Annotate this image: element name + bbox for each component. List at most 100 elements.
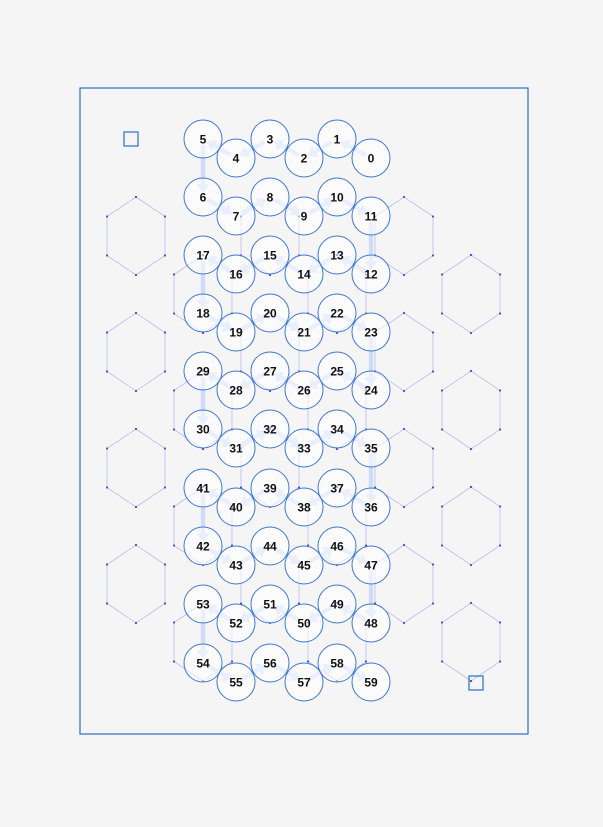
node-circle[interactable] [317, 177, 357, 217]
node-44[interactable]: 44 [250, 526, 290, 566]
node-7[interactable]: 7 [216, 196, 256, 236]
node-58[interactable]: 58 [317, 643, 357, 683]
node-circle[interactable] [351, 487, 391, 527]
node-circle[interactable] [351, 545, 391, 585]
node-52[interactable]: 52 [216, 603, 256, 643]
node-32[interactable]: 32 [250, 409, 290, 449]
node-circle[interactable] [250, 526, 290, 566]
node-3[interactable]: 3 [250, 119, 290, 159]
node-17[interactable]: 17 [183, 235, 223, 275]
node-circle[interactable] [183, 119, 223, 159]
node-circle[interactable] [183, 177, 223, 217]
node-circle[interactable] [284, 487, 324, 527]
node-12[interactable]: 12 [351, 254, 391, 294]
node-circle[interactable] [216, 662, 256, 702]
corner-marker-bottom-right[interactable] [468, 675, 484, 691]
node-circle[interactable] [317, 409, 357, 449]
node-circle[interactable] [183, 643, 223, 683]
node-circle[interactable] [284, 428, 324, 468]
corner-marker-top-left[interactable] [123, 131, 139, 147]
node-43[interactable]: 43 [216, 545, 256, 585]
node-6[interactable]: 6 [183, 177, 223, 217]
node-42[interactable]: 42 [183, 526, 223, 566]
node-circle[interactable] [284, 370, 324, 410]
node-34[interactable]: 34 [317, 409, 357, 449]
node-circle[interactable] [351, 603, 391, 643]
node-50[interactable]: 50 [284, 603, 324, 643]
node-16[interactable]: 16 [216, 254, 256, 294]
node-21[interactable]: 21 [284, 312, 324, 352]
node-45[interactable]: 45 [284, 545, 324, 585]
node-8[interactable]: 8 [250, 177, 290, 217]
node-31[interactable]: 31 [216, 428, 256, 468]
node-circle[interactable] [284, 662, 324, 702]
node-11[interactable]: 11 [351, 196, 391, 236]
node-9[interactable]: 9 [284, 196, 324, 236]
node-circle[interactable] [351, 196, 391, 236]
node-4[interactable]: 4 [216, 138, 256, 178]
node-49[interactable]: 49 [317, 584, 357, 624]
node-circle[interactable] [317, 235, 357, 275]
node-circle[interactable] [250, 584, 290, 624]
node-circle[interactable] [317, 643, 357, 683]
node-57[interactable]: 57 [284, 662, 324, 702]
node-circle[interactable] [183, 526, 223, 566]
node-25[interactable]: 25 [317, 351, 357, 391]
node-circle[interactable] [317, 351, 357, 391]
node-35[interactable]: 35 [351, 428, 391, 468]
node-40[interactable]: 40 [216, 487, 256, 527]
node-circle[interactable] [216, 603, 256, 643]
node-24[interactable]: 24 [351, 370, 391, 410]
node-59[interactable]: 59 [351, 662, 391, 702]
node-circle[interactable] [284, 603, 324, 643]
node-53[interactable]: 53 [183, 584, 223, 624]
node-circle[interactable] [284, 254, 324, 294]
node-19[interactable]: 19 [216, 312, 256, 352]
node-13[interactable]: 13 [317, 235, 357, 275]
node-20[interactable]: 20 [250, 293, 290, 333]
node-circle[interactable] [216, 487, 256, 527]
node-circle[interactable] [351, 254, 391, 294]
node-5[interactable]: 5 [183, 119, 223, 159]
node-circle[interactable] [250, 293, 290, 333]
node-28[interactable]: 28 [216, 370, 256, 410]
node-18[interactable]: 18 [183, 293, 223, 333]
node-circle[interactable] [250, 235, 290, 275]
node-circle[interactable] [216, 138, 256, 178]
node-circle[interactable] [183, 293, 223, 333]
node-54[interactable]: 54 [183, 643, 223, 683]
node-23[interactable]: 23 [351, 312, 391, 352]
node-22[interactable]: 22 [317, 293, 357, 333]
node-33[interactable]: 33 [284, 428, 324, 468]
node-circle[interactable] [250, 351, 290, 391]
node-10[interactable]: 10 [317, 177, 357, 217]
node-circle[interactable] [183, 409, 223, 449]
node-circle[interactable] [351, 662, 391, 702]
node-circle[interactable] [216, 254, 256, 294]
node-circle[interactable] [250, 119, 290, 159]
node-46[interactable]: 46 [317, 526, 357, 566]
node-circle[interactable] [351, 428, 391, 468]
node-circle[interactable] [317, 584, 357, 624]
node-circle[interactable] [284, 138, 324, 178]
node-circle[interactable] [317, 468, 357, 508]
node-circle[interactable] [250, 409, 290, 449]
node-47[interactable]: 47 [351, 545, 391, 585]
node-circle[interactable] [351, 312, 391, 352]
node-2[interactable]: 2 [284, 138, 324, 178]
node-circle[interactable] [216, 428, 256, 468]
node-14[interactable]: 14 [284, 254, 324, 294]
node-circle[interactable] [216, 196, 256, 236]
node-circle[interactable] [250, 643, 290, 683]
node-circle[interactable] [351, 370, 391, 410]
node-circle[interactable] [183, 351, 223, 391]
node-56[interactable]: 56 [250, 643, 290, 683]
node-26[interactable]: 26 [284, 370, 324, 410]
node-circle[interactable] [216, 312, 256, 352]
node-circle[interactable] [351, 138, 391, 178]
node-0[interactable]: 0 [351, 138, 391, 178]
node-circle[interactable] [284, 196, 324, 236]
node-51[interactable]: 51 [250, 584, 290, 624]
node-circle[interactable] [250, 177, 290, 217]
node-circle[interactable] [317, 293, 357, 333]
